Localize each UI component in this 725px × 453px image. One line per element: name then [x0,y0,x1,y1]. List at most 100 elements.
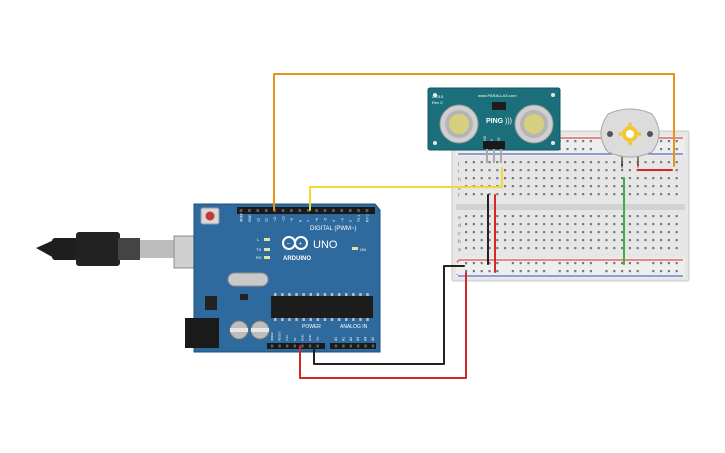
wire-red-5v[interactable] [299,272,467,379]
bb-rail-hole[interactable] [574,262,577,265]
bb-hole[interactable] [566,215,569,218]
bb-hole[interactable] [472,231,475,234]
dc-power-jack[interactable] [185,318,219,348]
bb-rail-hole[interactable] [535,262,538,265]
bb-hole[interactable] [628,247,631,250]
bb-rail-hole[interactable] [589,262,592,265]
bb-rail-hole[interactable] [660,148,663,151]
bb-hole[interactable] [589,169,592,172]
usb-cable[interactable] [36,232,195,269]
bb-hole[interactable] [628,177,631,180]
digital-pin-hole[interactable] [332,209,335,212]
bb-hole[interactable] [465,215,468,218]
bb-hole[interactable] [636,185,639,188]
bb-hole[interactable] [543,161,546,164]
bb-hole[interactable] [597,247,600,250]
bb-hole[interactable] [574,215,577,218]
bb-hole[interactable] [660,231,663,234]
bb-hole[interactable] [472,193,475,196]
bb-hole[interactable] [589,239,592,242]
bb-hole[interactable] [558,193,561,196]
bb-hole[interactable] [472,223,475,226]
bb-hole[interactable] [496,223,499,226]
bb-hole[interactable] [496,193,499,196]
bb-rail-hole[interactable] [589,140,592,143]
bb-hole[interactable] [589,223,592,226]
bb-rail-hole[interactable] [621,270,624,273]
bb-rail-hole[interactable] [527,270,530,273]
bb-hole[interactable] [465,169,468,172]
bb-rail-hole[interactable] [543,262,546,265]
bb-hole[interactable] [496,215,499,218]
bb-rail-hole[interactable] [543,270,546,273]
bb-hole[interactable] [511,239,514,242]
bb-rail-hole[interactable] [636,270,639,273]
bb-rail-hole[interactable] [675,148,678,151]
bb-hole[interactable] [535,185,538,188]
bb-hole[interactable] [597,239,600,242]
bb-hole[interactable] [504,193,507,196]
digital-pin-hole[interactable] [365,209,369,212]
bb-hole[interactable] [566,231,569,234]
bb-hole[interactable] [574,223,577,226]
wire-yellow[interactable] [309,167,503,211]
bb-hole[interactable] [621,169,624,172]
bb-hole[interactable] [589,231,592,234]
bb-hole[interactable] [605,215,608,218]
bb-hole[interactable] [472,239,475,242]
bb-hole[interactable] [480,215,483,218]
bb-hole[interactable] [465,161,468,164]
bb-rail-hole[interactable] [675,140,678,143]
bb-hole[interactable] [667,247,670,250]
bb-hole[interactable] [675,185,678,188]
bb-hole[interactable] [488,231,491,234]
bb-rail-hole[interactable] [566,140,569,143]
bb-hole[interactable] [628,185,631,188]
bb-hole[interactable] [644,161,647,164]
bb-hole[interactable] [496,231,499,234]
bb-hole[interactable] [605,169,608,172]
bb-hole[interactable] [667,223,670,226]
bb-hole[interactable] [566,185,569,188]
bb-hole[interactable] [652,223,655,226]
bb-hole[interactable] [597,215,600,218]
bb-hole[interactable] [558,215,561,218]
bb-hole[interactable] [519,161,522,164]
bb-hole[interactable] [644,223,647,226]
bb-rail-hole[interactable] [675,262,678,265]
bb-hole[interactable] [628,169,631,172]
bb-rail-hole[interactable] [574,140,577,143]
bb-rail-hole[interactable] [667,262,670,265]
bb-hole[interactable] [636,177,639,180]
bb-hole[interactable] [566,177,569,180]
bb-hole[interactable] [558,177,561,180]
bb-hole[interactable] [488,247,491,250]
digital-pin-hole[interactable] [306,209,310,212]
bb-hole[interactable] [652,193,655,196]
bb-hole[interactable] [511,193,514,196]
bb-hole[interactable] [504,169,507,172]
ping-ultrasonic-sensor[interactable]: 28015 Rev C www.PARALLAX.com PING ))) GN… [427,87,561,163]
bb-hole[interactable] [558,231,561,234]
bb-hole[interactable] [543,177,546,180]
bb-hole[interactable] [472,215,475,218]
bb-hole[interactable] [636,239,639,242]
bb-hole[interactable] [511,247,514,250]
bb-hole[interactable] [519,247,522,250]
bb-hole[interactable] [496,169,499,172]
bb-hole[interactable] [613,223,616,226]
bb-hole[interactable] [621,215,624,218]
bb-hole[interactable] [496,161,499,164]
bb-rail-hole[interactable] [566,270,569,273]
bb-hole[interactable] [605,185,608,188]
bb-hole[interactable] [644,185,647,188]
bb-hole[interactable] [519,193,522,196]
bb-hole[interactable] [667,177,670,180]
bb-hole[interactable] [636,223,639,226]
bb-hole[interactable] [550,177,553,180]
bb-hole[interactable] [636,231,639,234]
bb-hole[interactable] [527,231,530,234]
bb-hole[interactable] [675,247,678,250]
bb-hole[interactable] [566,239,569,242]
